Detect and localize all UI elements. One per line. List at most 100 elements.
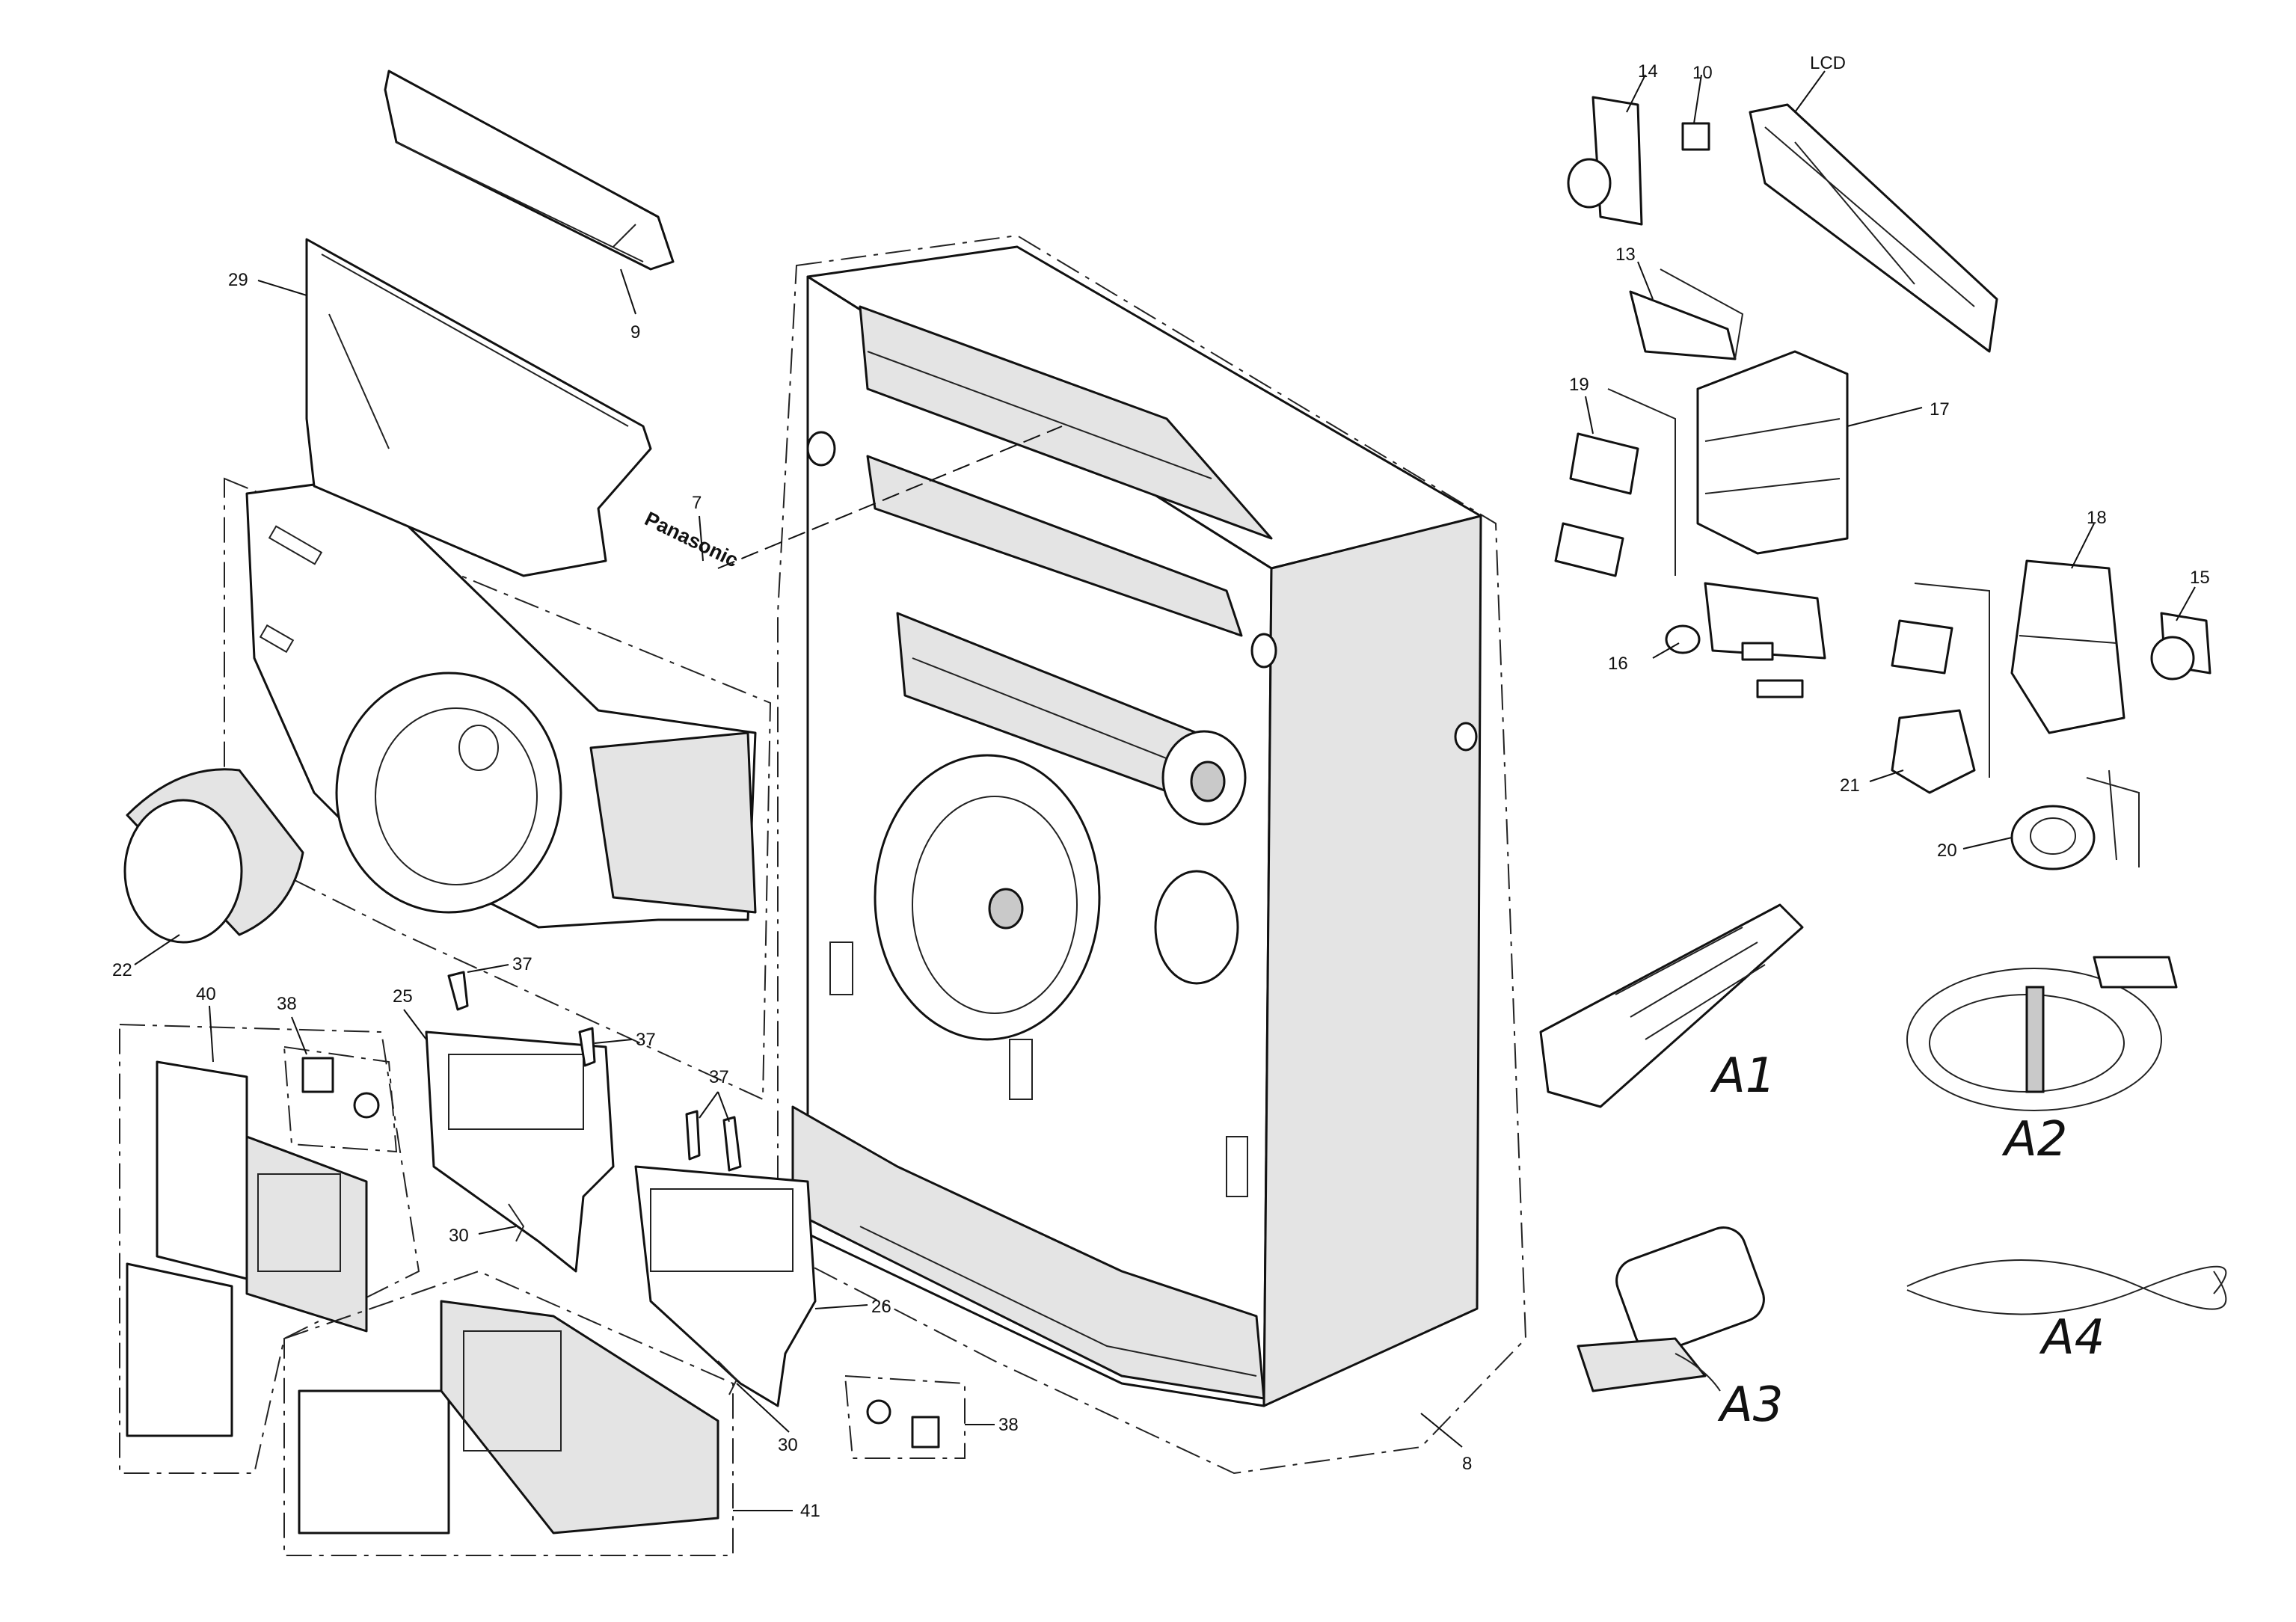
callout-15: 15 xyxy=(2190,568,2210,588)
callout-8: 8 xyxy=(1462,1454,1472,1474)
button-20-inner xyxy=(2030,817,2076,855)
knob-part-22 xyxy=(123,768,304,944)
cabinet-side-button-2 xyxy=(1454,722,1478,752)
button-19-lower xyxy=(1554,522,1624,577)
door-41-housing xyxy=(440,1300,719,1535)
clip-37b xyxy=(578,1027,596,1067)
door-41-front xyxy=(298,1389,450,1535)
callout-22: 22 xyxy=(112,960,132,980)
button-20-ring xyxy=(2010,805,2096,870)
callout-9: 9 xyxy=(630,322,640,342)
lcd-glass xyxy=(1764,126,1975,307)
button-part-16 xyxy=(1665,582,1826,698)
cluster-18-divider xyxy=(2019,635,2117,644)
button-16-rail xyxy=(1704,582,1826,660)
leader-17 xyxy=(1847,407,1923,427)
callout-7: 7 xyxy=(692,493,702,513)
front-panel-group xyxy=(224,477,772,1101)
knob-face xyxy=(123,799,243,944)
door-41-window xyxy=(463,1330,562,1451)
door-40-lower-panel xyxy=(126,1262,233,1437)
leader-37c xyxy=(699,1091,730,1122)
cluster-17-divider-2 xyxy=(1704,478,1841,494)
cabinet-opening-1 xyxy=(829,941,853,995)
callout-37b: 37 xyxy=(636,1030,656,1050)
leader-37b xyxy=(594,1039,633,1044)
leader-7 xyxy=(699,515,704,562)
cabinet-group-outline xyxy=(777,234,1527,1475)
cabinet-side-button-1 xyxy=(1250,633,1277,669)
lcd-panel xyxy=(1749,103,1998,353)
leader-9 xyxy=(620,268,636,315)
cassette-door-part-41 xyxy=(298,1300,719,1535)
remote-control-a1 xyxy=(1539,903,1804,1108)
leader-lcd xyxy=(1794,70,1826,113)
accessory-label-a4: A4 xyxy=(2039,1310,2105,1366)
frame-25 xyxy=(425,1030,615,1273)
clip-37d xyxy=(722,1116,742,1172)
leader-37a xyxy=(467,964,509,973)
cluster-18-body xyxy=(2010,559,2125,734)
cluster-17-divider-1 xyxy=(1704,418,1841,442)
wire-strand-1 xyxy=(1906,1259,2227,1310)
button-part-15 xyxy=(2150,612,2211,681)
callout-labels: LCD 7 8 9 10 13 14 15 16 17 18 19 20 21 … xyxy=(112,53,2210,1521)
deck-slot-lower-inner xyxy=(912,657,1197,771)
cabinet-lower-tray-lip xyxy=(859,1226,1257,1377)
deck-slot-middle xyxy=(866,455,1243,637)
callout-26: 26 xyxy=(871,1297,891,1317)
callout-37a: 37 xyxy=(512,954,532,974)
button-cluster-part-18 xyxy=(2010,559,2125,734)
leader-20 xyxy=(1962,837,2013,850)
part-38-top-plate xyxy=(301,1057,334,1093)
button-21-rail xyxy=(1914,583,1990,778)
callout-29: 29 xyxy=(228,270,248,290)
door-40-window xyxy=(257,1173,341,1272)
callout-30a: 30 xyxy=(449,1226,469,1246)
leader-18 xyxy=(2071,523,2095,569)
callout-38b: 38 xyxy=(998,1415,1019,1435)
front-panel-dial-inner xyxy=(375,707,538,885)
button-14-cap xyxy=(1567,158,1612,209)
spring-30a xyxy=(508,1203,525,1242)
jog-dial-right-center xyxy=(1190,761,1226,802)
cd-tray-inner xyxy=(912,796,1078,1014)
leader-26 xyxy=(814,1304,868,1309)
button-16-stem-1 xyxy=(1741,642,1774,661)
cord-plug xyxy=(2093,956,2178,989)
cabinet-lower-tray xyxy=(791,1105,1265,1400)
leader-brand-dash xyxy=(717,426,1063,569)
leader-30a xyxy=(478,1226,517,1235)
leader-15 xyxy=(2176,586,2196,621)
callout-30b: 30 xyxy=(778,1435,798,1455)
volume-knob-recess xyxy=(1154,870,1239,985)
callout-13: 13 xyxy=(1615,245,1636,265)
clip-37c xyxy=(685,1110,701,1161)
door-group-41-outline xyxy=(283,1270,734,1556)
part-38-top-outline xyxy=(283,1045,398,1153)
button-13-bracket xyxy=(1660,268,1744,360)
cord-tie xyxy=(2025,986,2045,1093)
leader-13 xyxy=(1637,261,1654,300)
leader-14 xyxy=(1626,74,1646,113)
leader-22 xyxy=(134,934,180,965)
front-panel-wing xyxy=(589,731,757,914)
front-panel-dial-hub xyxy=(458,725,499,771)
callout-21: 21 xyxy=(1840,775,1860,796)
fm-antenna-wire-a4 xyxy=(1906,1259,2227,1315)
leader-16 xyxy=(1652,642,1680,659)
cluster-17-body xyxy=(1696,350,1849,555)
top-lid-part-9-edge xyxy=(396,141,644,262)
leader-25 xyxy=(403,1009,427,1040)
callout-14: 14 xyxy=(1638,61,1658,82)
button-part-19 xyxy=(1554,388,1676,577)
part-38-bottom-plate xyxy=(911,1416,940,1449)
front-panel-group-outline xyxy=(224,477,772,1101)
spring-30b xyxy=(717,1360,738,1395)
deck-slot-top xyxy=(859,305,1273,540)
switch-part-10 xyxy=(1681,122,1710,151)
cord-coil-outer xyxy=(1906,968,2162,1111)
callout-lcd: LCD xyxy=(1810,53,1846,73)
front-panel-dial-ring xyxy=(335,672,562,914)
